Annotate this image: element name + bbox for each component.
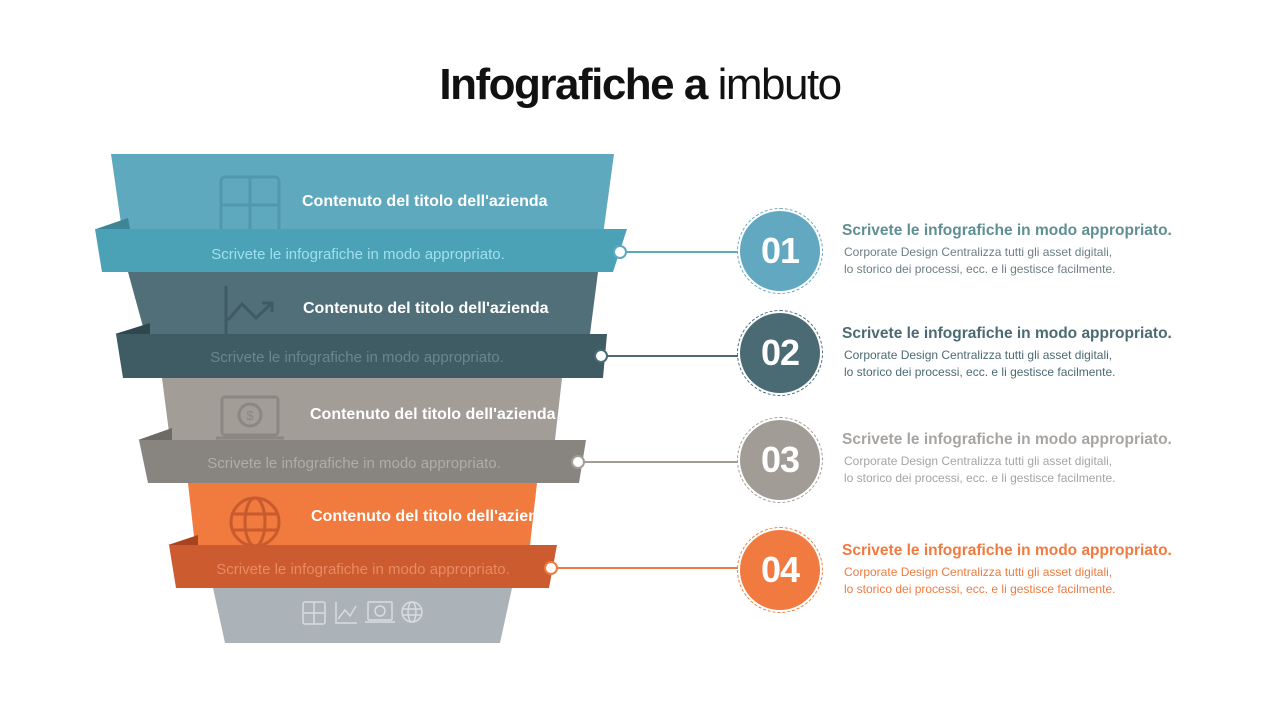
calculator-icon — [302, 601, 326, 625]
funnel-band-text-4: Scrivete le infografiche in modo appropr… — [216, 561, 510, 578]
step-text-2: Scrivete le infografiche in modo appropr… — [842, 325, 1262, 381]
step-text-4: Scrivete le infografiche in modo appropr… — [842, 542, 1262, 598]
bottom-icons — [302, 601, 423, 625]
connector-2 — [594, 349, 738, 363]
band-fold-1 — [96, 218, 130, 229]
step-heading-3: Scrivete le infografiche in modo appropr… — [842, 431, 1172, 448]
laptop-dollar-icon — [365, 601, 395, 623]
step-number-2: 02 — [740, 313, 820, 393]
step-heading-1: Scrivete le infografiche in modo appropr… — [842, 222, 1172, 239]
funnel-layer-2 — [128, 272, 598, 334]
step-desc-4-line2: lo storico dei processi, ecc. e li gesti… — [844, 582, 1116, 596]
step-desc-3-line2: lo storico dei processi, ecc. e li gesti… — [844, 471, 1116, 485]
page-title: Infografiche a imbuto — [0, 60, 1280, 110]
funnel-band-text-3: Scrivete le infografiche in modo appropr… — [207, 455, 501, 472]
connector-3 — [571, 455, 738, 469]
step-desc-2-line1: Corporate Design Centralizza tutti gli a… — [844, 348, 1113, 362]
step-ring-3 — [737, 417, 823, 503]
step-desc-1-line2: lo storico dei processi, ecc. e li gesti… — [844, 262, 1116, 276]
step-desc-3-line1: Corporate Design Centralizza tutti gli a… — [844, 454, 1113, 468]
step-ring-1 — [737, 208, 823, 294]
step-desc-1-line1: Corporate Design Centralizza tutti gli a… — [844, 245, 1113, 259]
funnel-band-2 — [116, 334, 607, 378]
funnel-title-2: Contenuto del titolo dell'azienda — [303, 300, 549, 317]
svg-text:$: $ — [246, 408, 254, 423]
band-fold-4 — [168, 535, 198, 545]
step-desc-4-line1: Corporate Design Centralizza tutti gli a… — [844, 565, 1113, 579]
band-fold-2 — [115, 323, 150, 334]
chart-trend-icon — [335, 602, 357, 624]
title-light: imbuto — [717, 60, 843, 109]
funnel-band-text-2: Scrivete le infografiche in modo appropr… — [210, 349, 504, 366]
step-ring-4 — [737, 527, 823, 613]
step-ring-2 — [737, 310, 823, 396]
step-text-3: Scrivete le infografiche in modo appropr… — [842, 431, 1262, 487]
funnel-bottom — [213, 588, 512, 643]
funnel-title-3: Contenuto del titolo dell'azienda — [310, 406, 556, 423]
chart-trend-icon — [224, 286, 274, 334]
step-heading-2: Scrivete le infografiche in modo appropr… — [842, 325, 1172, 342]
step-desc-2-line2: lo storico dei processi, ecc. e li gesti… — [844, 365, 1116, 379]
band-fold-3 — [138, 428, 172, 440]
funnel-layer-3 — [162, 378, 562, 440]
funnel-title-1: Contenuto del titolo dell'azienda — [302, 193, 548, 210]
title-bold: Infografiche a — [439, 60, 708, 109]
funnel-band-3 — [139, 440, 586, 483]
step-number-1: 01 — [740, 211, 820, 291]
step-text-1: Scrivete le infografiche in modo appropr… — [842, 222, 1262, 278]
funnel-band-text-1: Scrivete le infografiche in modo appropr… — [211, 246, 505, 263]
step-number-3: 03 — [740, 420, 820, 500]
connector-1 — [613, 245, 738, 259]
step-number-4: 04 — [740, 530, 820, 610]
funnel-band-1 — [95, 229, 627, 272]
funnel-title-4: Contenuto del titolo dell'azienda — [311, 508, 557, 525]
connector-4 — [544, 561, 738, 575]
globe-icon — [401, 601, 423, 623]
step-heading-4: Scrivete le infografiche in modo appropr… — [842, 542, 1172, 559]
funnel-band-4 — [169, 545, 557, 588]
laptop-dollar-icon: $ — [216, 395, 284, 440]
